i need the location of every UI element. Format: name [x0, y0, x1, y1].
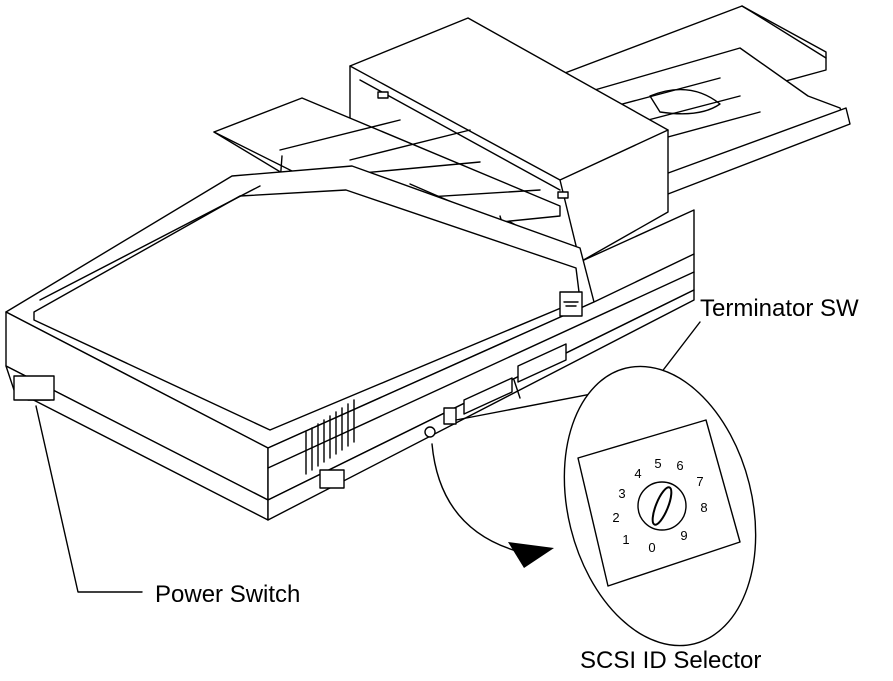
scsi-connector-2 [517, 343, 567, 383]
dial-number-2: 2 [612, 510, 619, 525]
dial-number-8: 8 [700, 500, 707, 515]
label-power-switch: Power Switch [155, 581, 300, 608]
dial-number-3: 3 [618, 486, 625, 501]
power-switch-leader [35, 405, 143, 593]
vent-slots [305, 399, 355, 475]
back-panel [424, 343, 567, 438]
label-terminator-sw: Terminator SW [700, 295, 859, 322]
scsi-connector-1 [463, 377, 513, 415]
dial-number-1: 1 [622, 532, 629, 547]
power-inlet [319, 469, 345, 489]
scsi-selector-zoom: 0 1 2 3 4 5 6 7 8 9 [563, 365, 757, 647]
dial-number-4: 4 [634, 466, 641, 481]
scsi-id-dial-location [424, 426, 436, 438]
terminator-switch [443, 407, 457, 425]
zoom-arrow [431, 443, 521, 553]
dial-number-0: 0 [648, 540, 655, 555]
scanner-base [5, 165, 695, 521]
label-scsi-id-selector: SCSI ID Selector [580, 647, 761, 674]
dial-number-5: 5 [654, 456, 661, 471]
dial-number-6: 6 [676, 458, 683, 473]
dial-number-9: 9 [680, 528, 687, 543]
dial-number-7: 7 [696, 474, 703, 489]
zoom-arrowhead [508, 542, 554, 568]
